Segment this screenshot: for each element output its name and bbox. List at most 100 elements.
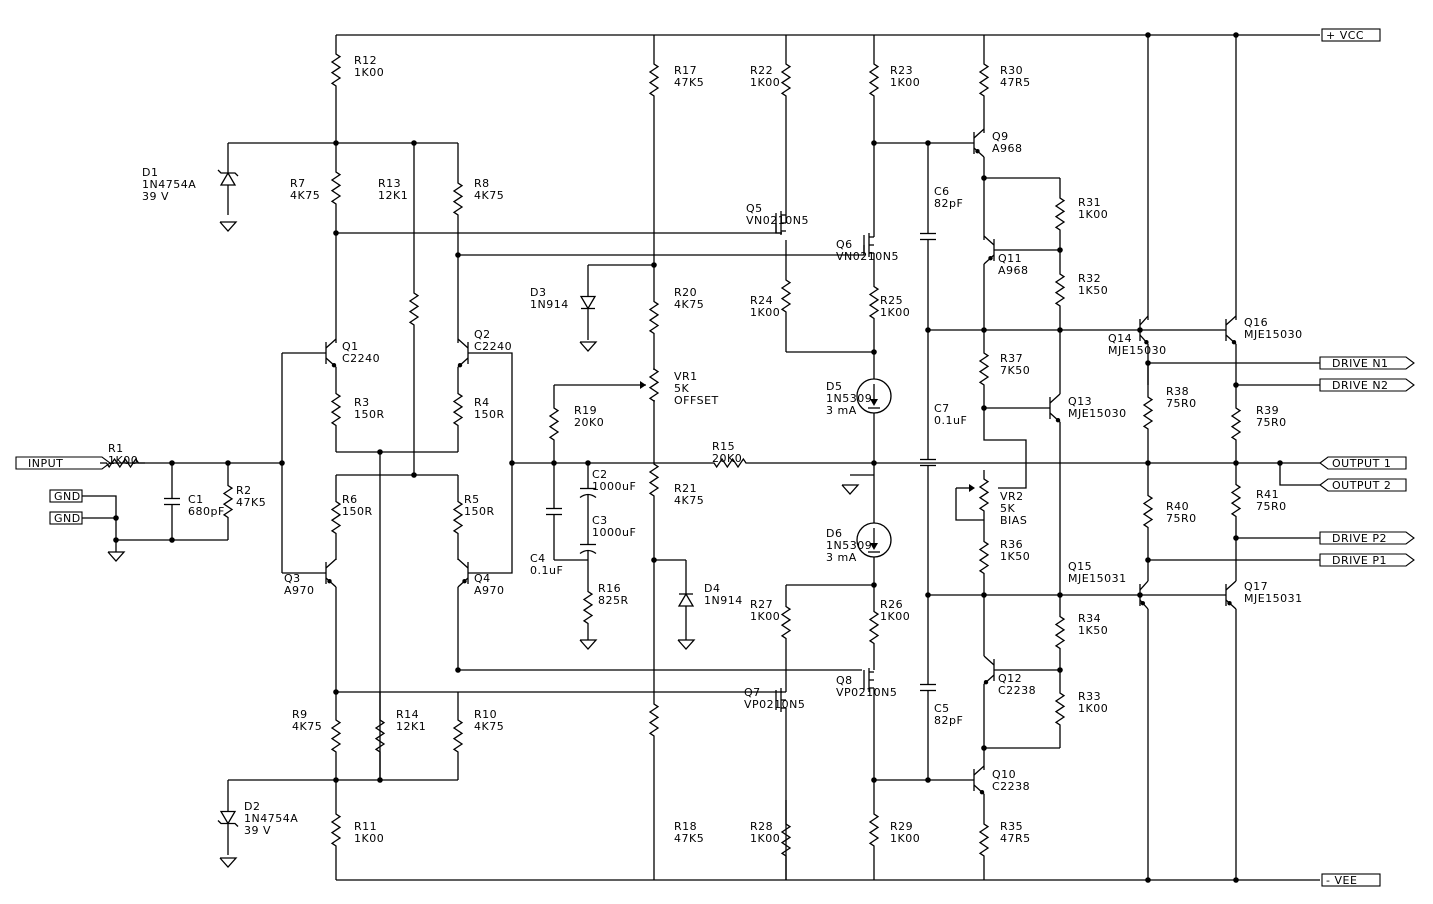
q15-transistor xyxy=(1139,580,1149,610)
q14-ref-label: Q14 xyxy=(1108,332,1132,345)
r6-ref-label: R6 xyxy=(342,493,358,506)
r1-value-label: 1K00 xyxy=(108,454,138,467)
q10-ref-label: Q10 xyxy=(992,768,1016,781)
r37-ref-label: R37 xyxy=(1000,352,1023,365)
r41-ref-label: R41 xyxy=(1256,488,1279,501)
c3-ref-label: C3 xyxy=(592,514,608,527)
r10-resistor xyxy=(452,692,464,780)
d5-value-label: 1N5309 xyxy=(826,392,872,405)
ground-symbol xyxy=(677,639,696,650)
q5-ref-label: Q5 xyxy=(746,202,763,215)
r19-resistor xyxy=(548,385,560,463)
d2-value-label: 1N4754A xyxy=(244,812,298,825)
r39-resistor xyxy=(1230,385,1242,463)
c5-ref-label: C5 xyxy=(934,702,950,715)
vcc-port xyxy=(1321,28,1381,42)
r38-ref-label: R38 xyxy=(1166,385,1189,398)
q13-ref-label: Q13 xyxy=(1068,395,1092,408)
r29-resistor xyxy=(868,780,880,880)
c6-capacitor xyxy=(920,143,936,330)
r25-resistor xyxy=(868,253,880,352)
r24-resistor xyxy=(780,240,792,352)
r36-ref-label: R36 xyxy=(1000,538,1023,551)
r21-value-label: 4K75 xyxy=(674,494,704,507)
ground-symbol xyxy=(579,341,598,352)
r28-ref-label: R28 xyxy=(750,820,773,833)
r25-ref-label: R25 xyxy=(880,294,903,307)
d3-ref-label: D3 xyxy=(530,286,546,299)
r32-ref-label: R32 xyxy=(1078,272,1101,285)
d5-ref-label: D5 xyxy=(826,380,842,393)
q3-ref-label: Q3 xyxy=(284,572,301,585)
d4-value-label: 1N914 xyxy=(704,594,743,607)
r14-ref-label: R14 xyxy=(396,708,419,721)
r22-resistor xyxy=(780,50,792,110)
r1-ref-label: R1 xyxy=(108,442,124,455)
r31-ref-label: R31 xyxy=(1078,196,1101,209)
q11-value-label: A968 xyxy=(998,264,1029,277)
d3-diode xyxy=(579,265,597,340)
q17-value-label: MJE15031 xyxy=(1244,592,1303,605)
labels: + VCC- VEEINPUTR11K00C1680pFR247K5GNDGND… xyxy=(28,29,1391,887)
q8-mosfet xyxy=(863,668,874,692)
r17-ref-label: R17 xyxy=(674,64,697,77)
gnd-port-2-text: GND xyxy=(54,512,81,525)
r30-value-label: 47R5 xyxy=(1000,76,1031,89)
r15-ref-label: R15 xyxy=(712,440,735,453)
q1-value-label: C2240 xyxy=(342,352,380,365)
ground-symbol xyxy=(841,484,860,495)
r35-ref-label: R35 xyxy=(1000,820,1023,833)
q17-transistor xyxy=(1225,580,1237,610)
r26-value-label: 1K00 xyxy=(880,610,910,623)
ground-symbol xyxy=(107,551,126,562)
c2-value-label: 1000uF xyxy=(592,480,636,493)
r2-ref-label: R2 xyxy=(236,484,252,497)
r41-resistor xyxy=(1230,463,1242,538)
ground-symbol xyxy=(219,857,238,868)
r11-value-label: 1K00 xyxy=(354,832,384,845)
gnd-port-1-text: GND xyxy=(54,490,81,503)
q10-transistor xyxy=(973,765,985,795)
drive-p1-port xyxy=(1319,553,1415,567)
r24-ref-label: R24 xyxy=(750,294,773,307)
q11-ref-label: Q11 xyxy=(998,252,1022,265)
c6-value-label: 82pF xyxy=(934,197,963,210)
d6-ref-label: D6 xyxy=(826,527,842,540)
output2-port xyxy=(1319,478,1407,492)
r19-ref-label: R19 xyxy=(574,404,597,417)
q7-value-label: VP0210N5 xyxy=(744,698,805,711)
r30-resistor xyxy=(978,50,990,110)
d4-ref-label: D4 xyxy=(704,582,720,595)
r3-resistor xyxy=(330,367,342,452)
r31-value-label: 1K00 xyxy=(1078,208,1108,221)
r15-value-label: 20K0 xyxy=(712,452,742,465)
c3-value-label: 1000uF xyxy=(592,526,636,539)
r20-value-label: 4K75 xyxy=(674,298,704,311)
r13-resistor xyxy=(408,143,420,475)
c4-ref-label: C4 xyxy=(530,552,546,565)
r10-ref-label: R10 xyxy=(474,708,497,721)
r20-ref-label: R20 xyxy=(674,286,697,299)
q13-transistor xyxy=(1049,393,1061,423)
vr2-ref-label: VR2 xyxy=(1000,490,1024,503)
drive-n2-port xyxy=(1319,378,1415,392)
c5-value-label: 82pF xyxy=(934,714,963,727)
parts xyxy=(15,28,1415,887)
c7-value-label: 0.1uF xyxy=(934,414,967,427)
r27-resistor xyxy=(780,585,792,660)
c7-ref-label: C7 xyxy=(934,402,950,415)
c1-capacitor xyxy=(164,463,180,540)
d2-ref-label: D2 xyxy=(244,800,260,813)
r18-value-label: 47K5 xyxy=(674,832,704,845)
r8-value-label: 4K75 xyxy=(474,189,504,202)
q4-ref-label: Q4 xyxy=(474,572,491,585)
d2-extra-label: 39 V xyxy=(244,824,271,837)
r16-ref-label: R16 xyxy=(598,582,621,595)
r36-value-label: 1K50 xyxy=(1000,550,1030,563)
r22-value-label: 1K00 xyxy=(750,76,780,89)
q2-ref-label: Q2 xyxy=(474,328,491,341)
r23-value-label: 1K00 xyxy=(890,76,920,89)
q9-value-label: A968 xyxy=(992,142,1023,155)
q6-mosfet xyxy=(863,233,874,257)
drive-n2-port-text: DRIVE N2 xyxy=(1332,379,1389,392)
